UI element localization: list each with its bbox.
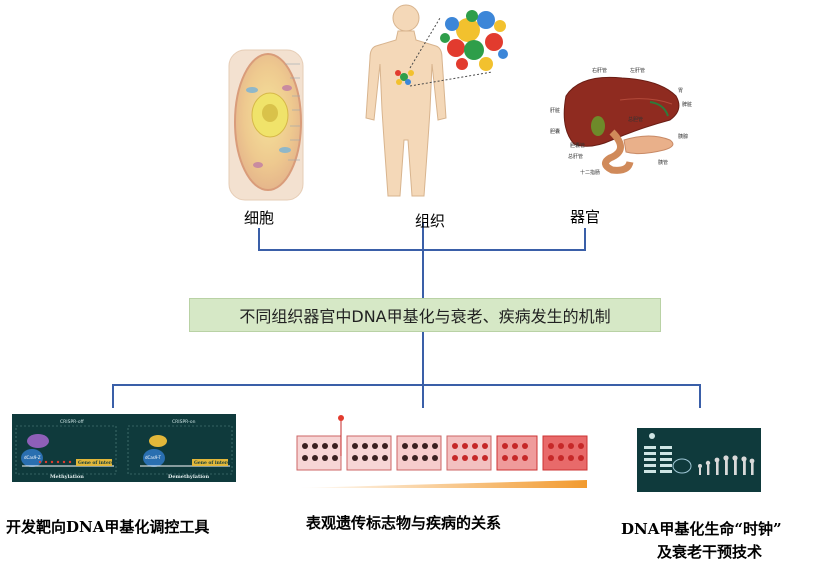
liver-label-pancreatic-duct: 胰管 [658,159,668,166]
liver-label-duodenum: 十二指肠 [580,169,600,176]
liver-label-left-hepatic-duct: 左肝管 [630,67,645,74]
caption-targeted-tools: 开发靶向DNA甲基化调控工具 [6,518,210,536]
tissue-cluster-large [440,10,508,71]
gene-of-interest-left: Gene of interest [78,460,120,466]
caption-clock-line2: 及衰老干预技术 [657,543,763,561]
liver-label-cystic-duct: 胆囊管 [570,142,585,149]
liver-label-right-hepatic-duct: 右肝管 [592,67,607,74]
gene-of-interest-right: Gene of interest [194,460,236,466]
demethylation-label: Demethylation [168,474,210,480]
liver-label-stomach: 胃 [678,88,683,94]
cell-label: 细胞 [244,209,275,227]
tissue-cluster-small [395,70,414,85]
dcas9-right-label: dCas9-T [145,455,161,460]
dcas9-left-label: dCas9-Z [24,455,41,460]
caption-clock-line1: DNA甲基化生命“时钟” [621,520,782,538]
central-mechanism-title: 不同组织器官中DNA甲基化与衰老、疾病发生的机制 [239,307,611,326]
liver-label-gallbladder: 胆囊 [550,128,560,135]
tissue-blocks [296,435,588,471]
crispr-on-header: CRISPR-on [172,419,196,425]
liver-label-spleen: 脾脏 [682,101,692,108]
tissue-label: 组织 [415,212,446,230]
caption-epigenetic-markers: 表观遗传标志物与疾病的关系 [306,514,502,532]
liver-label-common-hepatic-duct: 总肝管 [568,153,583,160]
liver-label-common-bile-duct: 总胆管 [628,116,643,123]
liver-label-pancreas: 胰腺 [678,133,688,140]
crispr-off-header: CRISPR-off [60,419,85,425]
organ-label: 器官 [570,208,601,226]
methylation-label: Methylation [50,474,84,480]
central-mechanism-box: 不同组织器官中DNA甲基化与衰老、疾病发生的机制 [189,298,661,332]
liver-label-liver: 肝脏 [550,107,560,114]
